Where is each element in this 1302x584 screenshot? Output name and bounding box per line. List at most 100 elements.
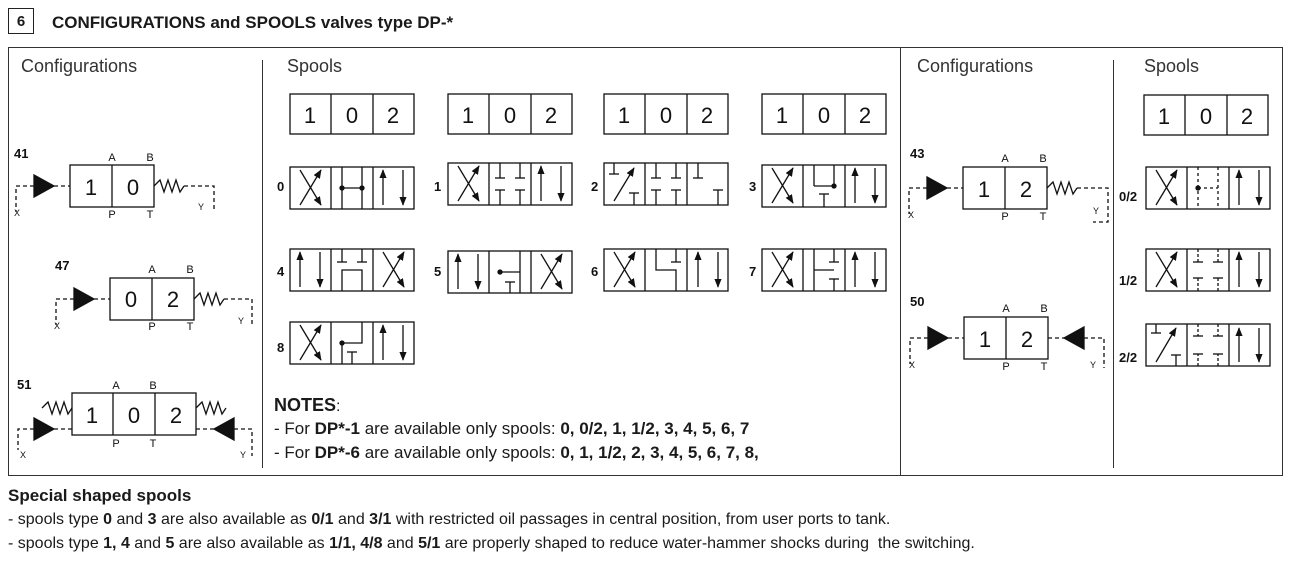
svg-text:1: 1 (979, 327, 991, 352)
svg-text:P: P (1001, 211, 1008, 223)
svg-text:A: A (1001, 153, 1009, 165)
svg-text:1: 1 (462, 103, 474, 128)
spool-2-2-symbol: 2/2 (1119, 323, 1271, 367)
svg-text:T: T (1040, 211, 1047, 223)
svg-text:47: 47 (55, 258, 69, 273)
svg-text:1/2: 1/2 (1119, 273, 1137, 288)
svg-text:A: A (108, 152, 116, 164)
svg-text:X: X (20, 450, 26, 460)
svg-text:P: P (112, 438, 119, 450)
svg-text:0: 0 (277, 179, 284, 194)
svg-text:2: 2 (701, 103, 713, 128)
svg-text:0: 0 (127, 175, 139, 200)
svg-text:Y: Y (1090, 360, 1096, 370)
svg-text:41: 41 (14, 146, 28, 161)
svg-text:2: 2 (1020, 177, 1032, 202)
svg-text:50: 50 (910, 294, 924, 309)
svg-text:A: A (1002, 303, 1010, 315)
svg-text:P: P (1002, 361, 1009, 373)
svg-text:B: B (1040, 303, 1047, 315)
svg-text:43: 43 (910, 146, 924, 161)
svg-text:0: 0 (128, 403, 140, 428)
svg-text:1: 1 (434, 179, 441, 194)
svg-text:2: 2 (387, 103, 399, 128)
svg-text:3: 3 (749, 179, 756, 194)
svg-text:2: 2 (545, 103, 557, 128)
configuration-50: 50 1 2 A B P T X Y (909, 294, 1105, 373)
svg-text:B: B (146, 152, 153, 164)
configurations-header-left: Configurations (21, 56, 138, 76)
svg-text:P: P (108, 209, 115, 221)
svg-text:X: X (14, 208, 20, 218)
svg-text:X: X (909, 360, 915, 370)
svg-text:4: 4 (277, 264, 285, 279)
position-header-right: 1 0 2 (1143, 94, 1269, 136)
svg-text:0: 0 (660, 103, 672, 128)
spool-1-2-symbol: 1/2 (1119, 248, 1271, 292)
svg-text:T: T (147, 209, 154, 221)
svg-text:B: B (149, 380, 156, 392)
svg-text:1: 1 (978, 177, 990, 202)
svg-text:5: 5 (434, 264, 441, 279)
special-line-1: - spools type 0 and 3 are also available… (8, 511, 891, 528)
spool-1-symbol: 1 (434, 162, 573, 206)
svg-text:1: 1 (1158, 104, 1170, 129)
note-line-1: - For DP*-1 are available only spools: 0… (274, 419, 750, 438)
svg-text:0: 0 (504, 103, 516, 128)
svg-text:Y: Y (238, 316, 244, 326)
position-header-2: 1 0 2 (447, 93, 573, 135)
svg-text:2: 2 (859, 103, 871, 128)
svg-text:2: 2 (170, 403, 182, 428)
svg-text:1: 1 (304, 103, 316, 128)
section-number: 6 (8, 8, 34, 34)
spool-8-symbol: 8 (277, 321, 415, 365)
special-spools-title: Special shaped spools (8, 486, 192, 505)
svg-text:X: X (908, 210, 914, 220)
configuration-43: 43 1 2 A B P T X Y (908, 146, 1109, 223)
svg-text:2: 2 (1021, 327, 1033, 352)
svg-text:6: 6 (591, 264, 598, 279)
configuration-47: 47 0 2 A B P T X Y (54, 258, 253, 333)
svg-text:2/2: 2/2 (1119, 350, 1137, 365)
svg-text:51: 51 (17, 377, 31, 392)
svg-text:8: 8 (277, 340, 284, 355)
divider-middle (900, 47, 901, 476)
spool-4-symbol: 4 (277, 248, 415, 292)
spool-5-symbol: 5 (434, 250, 573, 294)
spools-header-right: Spools (1144, 56, 1200, 76)
svg-text:1: 1 (86, 403, 98, 428)
spool-0-2-symbol: 0/2 (1119, 166, 1271, 210)
svg-text:2: 2 (167, 287, 179, 312)
configuration-41: 41 1 0 A B P T X Y (14, 146, 215, 221)
svg-text:X: X (54, 321, 60, 331)
divider-right (1113, 60, 1114, 468)
svg-text:Y: Y (1093, 206, 1099, 216)
position-header-4: 1 0 2 (761, 93, 887, 135)
section-title: CONFIGURATIONS and SPOOLS valves type DP… (52, 13, 454, 32)
spool-7-symbol: 7 (749, 248, 887, 292)
spool-3-symbol: 3 (749, 164, 887, 208)
svg-text:1: 1 (85, 175, 97, 200)
notes-title: NOTES (274, 395, 337, 415)
svg-text:1: 1 (618, 103, 630, 128)
configuration-51: 51 1 0 2 A B P T X Y (17, 377, 253, 460)
svg-text:7: 7 (749, 264, 756, 279)
special-line-2: - spools type 1, 4 and 5 are also availa… (8, 535, 975, 552)
note-line-2: - For DP*-6 are available only spools: 0… (274, 443, 759, 462)
diagram-frame (8, 47, 1283, 476)
spool-0-symbol: 0 (277, 166, 415, 210)
svg-text:Y: Y (198, 202, 204, 212)
svg-text:2: 2 (591, 179, 598, 194)
svg-text:B: B (1039, 153, 1046, 165)
svg-text:T: T (1041, 361, 1048, 373)
spool-2-symbol: 2 (591, 162, 729, 206)
notes-block: NOTES: - For DP*-1 are available only sp… (274, 395, 759, 462)
configurations-header-right: Configurations (917, 56, 1034, 76)
svg-text:1: 1 (776, 103, 788, 128)
svg-text:0: 0 (346, 103, 358, 128)
svg-text:0: 0 (818, 103, 830, 128)
svg-text:T: T (187, 321, 194, 333)
position-header-1: 1 0 2 (289, 93, 415, 135)
divider-left (262, 60, 263, 468)
